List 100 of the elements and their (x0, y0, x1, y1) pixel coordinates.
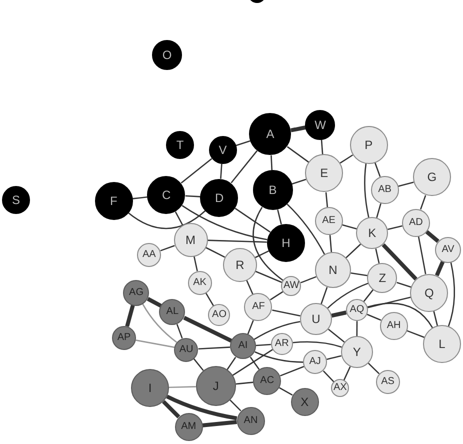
graph-node: X (290, 388, 319, 416)
connector-line (433, 311, 438, 326)
graph-node: AA (137, 242, 162, 267)
connector-line (205, 292, 214, 306)
connector-line (292, 178, 306, 185)
connector-line (366, 314, 382, 321)
connector-line (356, 321, 358, 336)
connector-line (328, 328, 345, 343)
connector-line (208, 240, 267, 243)
graph-node: AP (112, 326, 136, 350)
graph-node: AB (370, 176, 399, 204)
connector-line (327, 282, 369, 309)
graph-node: W (305, 110, 336, 140)
connector-line (183, 316, 232, 343)
connector-line (254, 351, 304, 363)
connector-line (185, 195, 200, 198)
connector-line (236, 140, 250, 146)
graph-node: E (305, 154, 344, 192)
connector-line (300, 276, 316, 284)
graph-node: Q (410, 274, 448, 312)
connector-line (420, 195, 426, 210)
graph-node: K (356, 217, 388, 250)
connector-line (220, 164, 222, 179)
graph-node: C (147, 176, 186, 214)
connector-line (418, 236, 426, 274)
graph-node: AW (281, 276, 302, 296)
graph-node: AI (230, 333, 256, 360)
graph-node: AJ (303, 350, 328, 374)
connector-line (146, 297, 162, 308)
connector-line (232, 349, 273, 376)
connector-line (193, 358, 204, 371)
connector-line (320, 286, 328, 304)
connector-line (448, 262, 456, 327)
connector-line (280, 366, 304, 376)
connector-line (363, 289, 374, 302)
connector-line (329, 235, 332, 252)
graph-node: AL (159, 299, 186, 325)
graph-node: L (423, 325, 461, 364)
connector-line (374, 162, 381, 177)
connector-line (193, 256, 198, 272)
graph-node: B (252, 170, 293, 210)
graph-node: H (266, 224, 305, 262)
graph-node: T (166, 130, 194, 159)
connector-line (205, 246, 226, 258)
connector-line (236, 382, 254, 385)
connector-line (272, 309, 300, 317)
connector-line (331, 310, 347, 318)
connector-line (234, 208, 271, 233)
connector-line (128, 210, 206, 230)
graph-node: AK (188, 270, 212, 295)
graph-node: P (350, 126, 388, 164)
graph-node: F (94, 182, 133, 220)
connector-line (406, 330, 425, 338)
graph-node: AS (376, 370, 400, 394)
connector-line (176, 324, 183, 339)
connector-line (270, 291, 284, 300)
connector-line (168, 386, 196, 388)
connector-line (388, 225, 402, 230)
connector-line (434, 260, 445, 276)
graph-node: V (208, 136, 237, 164)
graph-node: AU (174, 338, 198, 362)
connector-line (368, 362, 380, 374)
connector-line (398, 182, 414, 187)
graph-node: D (200, 178, 238, 217)
connector-line (382, 243, 418, 280)
graph-node: AR (270, 332, 293, 355)
connector-line (182, 205, 268, 240)
connector-line (286, 204, 326, 255)
graph-node: AV (435, 236, 461, 263)
connector-line (326, 355, 342, 360)
connector-line (230, 400, 242, 412)
graph-node: I (131, 369, 169, 407)
connector-line (254, 320, 300, 340)
graph-node: U (300, 303, 332, 336)
connector-line (198, 346, 230, 350)
connector-line (375, 248, 380, 264)
graph-node: AC (253, 366, 282, 395)
connector-line (166, 394, 238, 420)
connector-line (125, 304, 135, 327)
graph-node: O (152, 40, 182, 70)
connector-line (160, 244, 175, 252)
graph-node: N (314, 252, 351, 288)
connector-line (367, 302, 434, 328)
graph-node: AF (244, 293, 272, 322)
graph-node: S (2, 186, 30, 214)
graph-node: M (174, 222, 208, 257)
connector-line (376, 203, 382, 218)
graph-node: AQ (346, 299, 368, 322)
graph-node: AX (331, 379, 350, 398)
graph-node: J (196, 366, 236, 406)
graph-node: AH (380, 312, 408, 340)
connector-line (250, 356, 260, 370)
connector-line (343, 366, 351, 381)
connector-line (230, 150, 258, 184)
connector-line (278, 387, 293, 396)
graph-node: A (249, 113, 292, 156)
connector-line (342, 224, 357, 230)
connector-line (255, 270, 282, 284)
connector-line (255, 250, 270, 258)
graph-node: AM (174, 412, 203, 441)
